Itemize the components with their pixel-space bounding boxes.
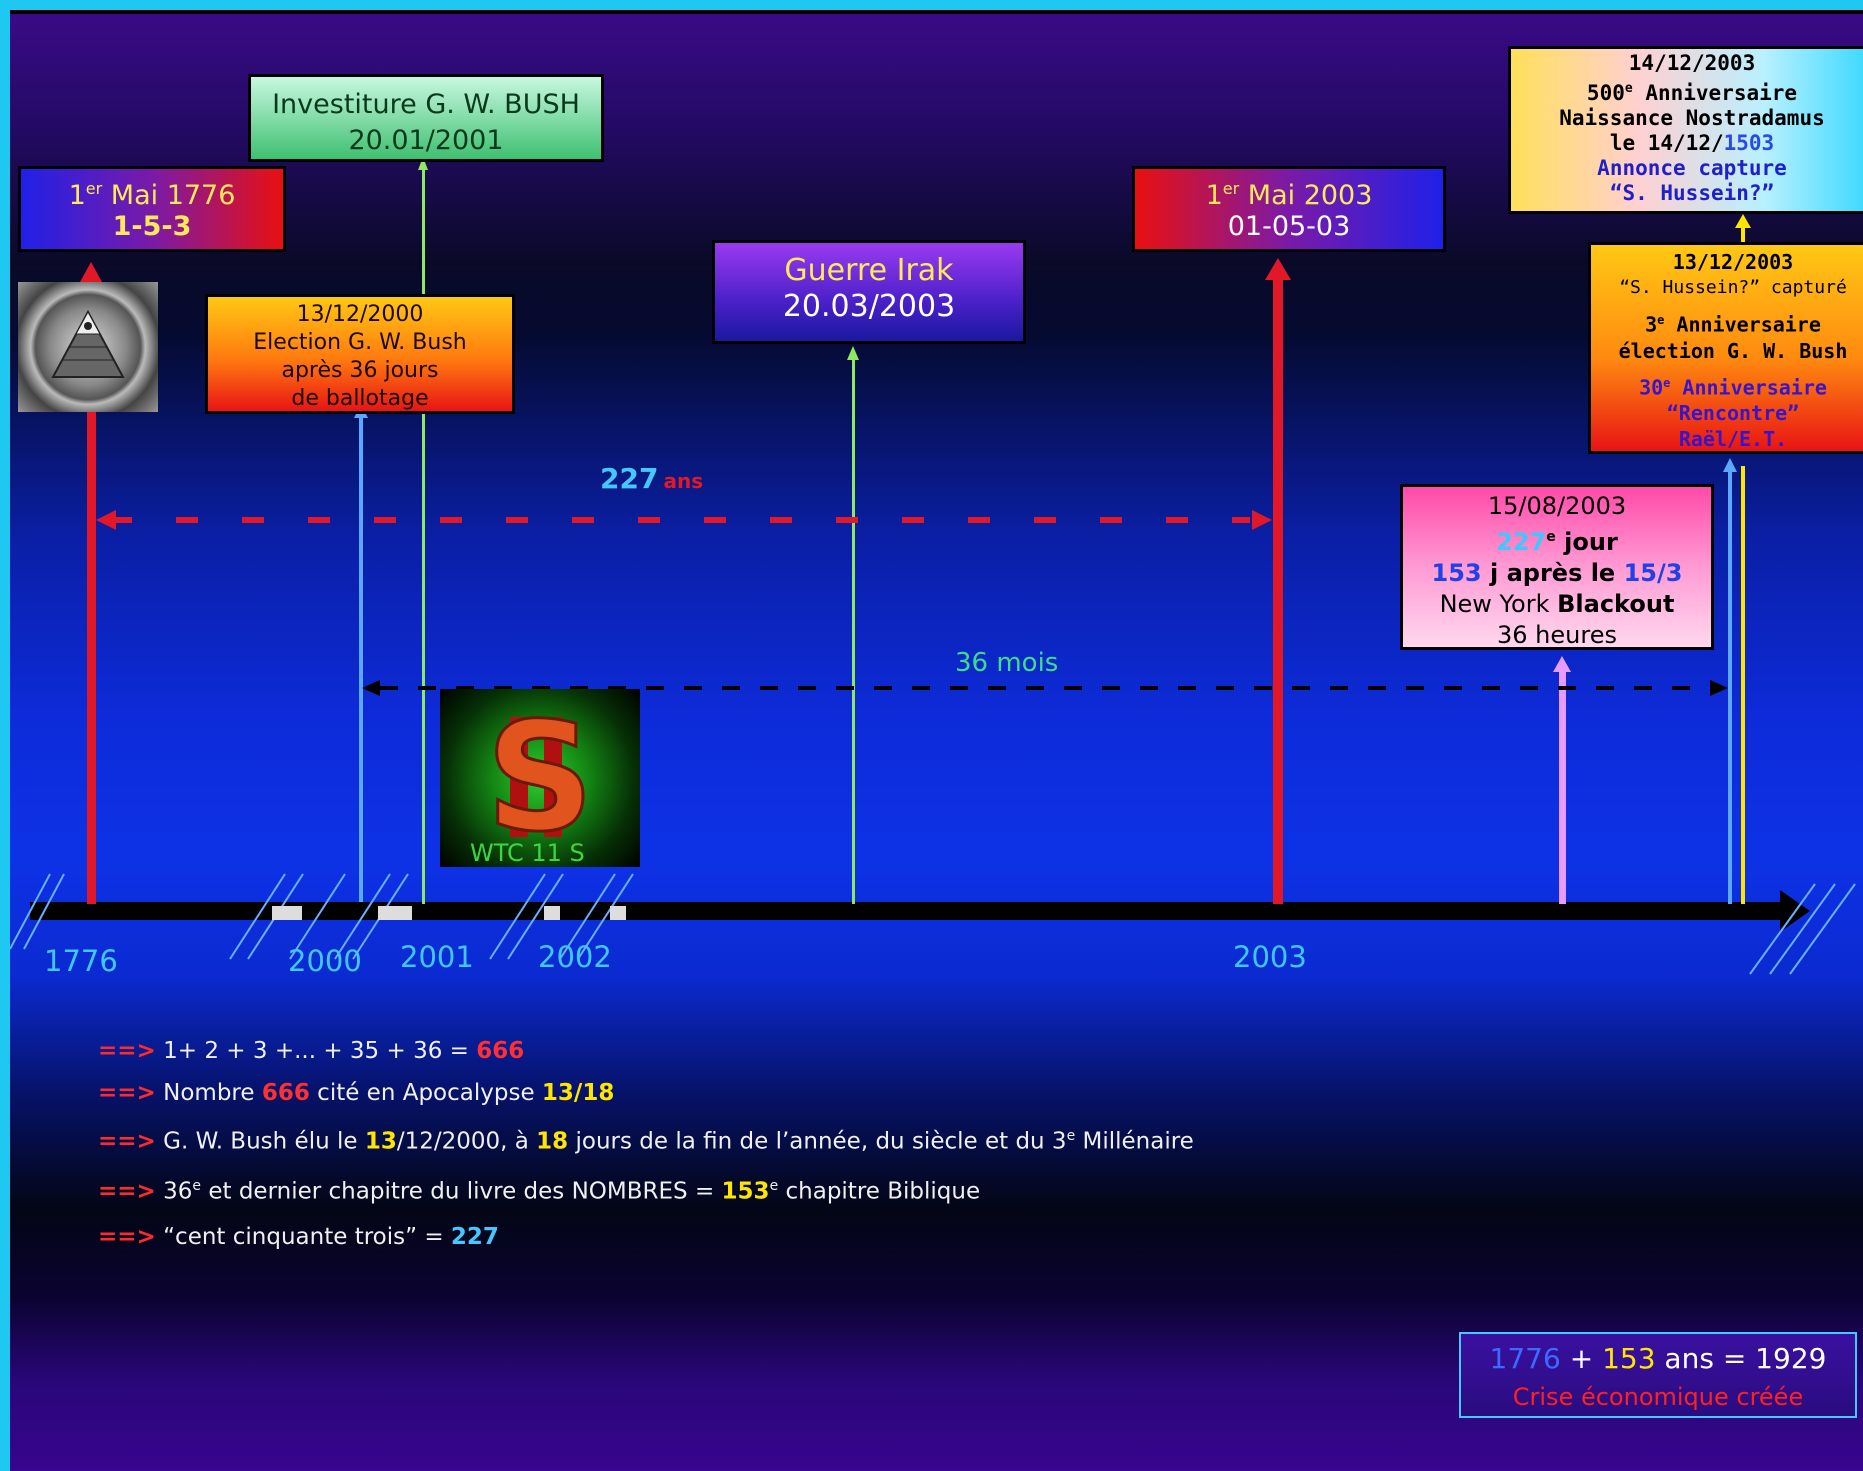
box-investiture-bush: Investiture G. W. BUSH 20.01/2001: [248, 74, 604, 162]
note-apocalypse: ==> Nombre 666 cité en Apocalypse 13/18: [98, 1080, 615, 1106]
note-nombres-chapter: ==> 36e et dernier chapitre du livre des…: [98, 1178, 981, 1205]
box-1er-mai-1776: 1er Mai 1776 1-5-3: [18, 166, 286, 252]
yellow-line-1412: [1741, 466, 1745, 904]
span-227-arrow: [96, 510, 1272, 530]
span-36-arrow: [362, 680, 1728, 696]
pyramid-eye-icon: [51, 309, 125, 378]
timeline-canvas: S WTC 11 S 1er Mai 1776 1-5-3 Investitur…: [10, 10, 1863, 1471]
yellow-arrow-nostradamus: [1735, 214, 1751, 246]
box-new-york-blackout: 15/08/2003 227e jour 153 j après le 15/3…: [1400, 484, 1714, 650]
green-line-2001: [418, 157, 428, 904]
svg-text:S: S: [486, 691, 594, 865]
box-nostradamus-anniversary: 14/12/2003 500e Anniversaire Naissance N…: [1508, 46, 1863, 214]
year-label-2003: 2003: [1233, 940, 1307, 974]
box-1er-mai-2003: 1er Mai 2003 01-05-03: [1132, 166, 1446, 252]
box-election-2000: 13/12/2000 Election G. W. Bush après 36 …: [205, 294, 515, 414]
summary-box-1929: 1776 + 153 ans = 1929 Crise économique c…: [1459, 1332, 1857, 1418]
year-label-1776: 1776: [44, 944, 118, 978]
axis-bar: [30, 902, 1780, 920]
red-line-2003: [1265, 258, 1291, 904]
axis-break-marks: [10, 873, 1856, 975]
wtc-dollar-image: S WTC 11 S: [440, 689, 640, 867]
note-bush-elected: ==> G. W. Bush élu le 13/12/2000, à 18 j…: [98, 1128, 1194, 1155]
note-cent-cinquante-trois: ==> “cent cinquante trois” = 227: [98, 1224, 499, 1250]
note-sum-666: ==> 1+ 2 + 3 +... + 35 + 36 = 666: [98, 1038, 525, 1064]
box-hussein-capture: 13/12/2003 “S. Hussein?” capturé 3e Anni…: [1588, 242, 1863, 454]
pyramid-seal-image: [18, 282, 158, 412]
span-36-label: 36 mois: [955, 648, 1059, 678]
box-guerre-irak: Guerre Irak 20.03/2003: [712, 240, 1026, 344]
blue-line-1312: [1723, 458, 1737, 904]
red-line-1776: [80, 262, 102, 904]
dollar-icon: S: [484, 690, 595, 867]
axis-break-fills: [272, 906, 626, 920]
span-227-label: 227 ans: [600, 462, 704, 495]
blue-line-2000: [354, 404, 368, 902]
pink-line-blackout: [1553, 656, 1571, 904]
year-label-2001: 2001: [400, 940, 474, 974]
year-label-2000: 2000: [288, 944, 362, 978]
timeline-graphics: [10, 157, 1856, 975]
year-label-2002: 2002: [538, 940, 612, 974]
wtc-label: WTC 11 S: [470, 839, 585, 867]
green-line-2003: [847, 346, 859, 904]
